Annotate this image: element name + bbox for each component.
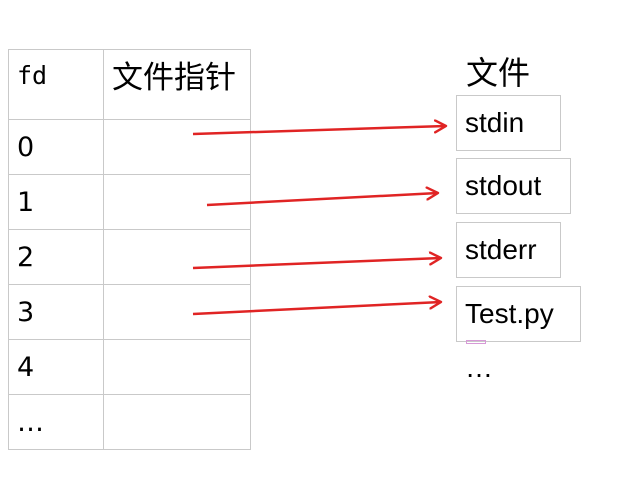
pointer-cell xyxy=(103,174,251,230)
fd-table: fd 文件指针 0 1 2 3 4 … xyxy=(8,49,251,450)
arrow-fd1-stdout xyxy=(206,193,438,207)
file-box-test-py: Test.py xyxy=(456,286,581,342)
fd-cell: 2 xyxy=(8,229,104,285)
header-file-pointer: 文件指针 xyxy=(103,49,251,120)
table-header-row: fd 文件指针 xyxy=(8,49,251,120)
file-box-stdout: stdout xyxy=(456,158,571,214)
header-fd: fd xyxy=(8,49,104,120)
fd-cell: 0 xyxy=(8,119,104,175)
pointer-cell xyxy=(103,339,251,395)
files-more: … xyxy=(465,352,493,383)
table-row: 0 xyxy=(8,119,251,175)
table-row: 2 xyxy=(8,229,251,285)
fd-cell: 4 xyxy=(8,339,104,395)
file-box-stderr: stderr xyxy=(456,222,561,278)
cursor-mark xyxy=(466,340,486,344)
file-box-stdin: stdin xyxy=(456,95,561,151)
fd-cell: 3 xyxy=(8,284,104,340)
table-row: 4 xyxy=(8,339,251,395)
table-row: 1 xyxy=(8,174,251,230)
files-title: 文件 xyxy=(466,54,531,92)
arrow-fd3-test-py xyxy=(192,302,441,316)
arrow-fd0-stdin xyxy=(192,126,446,136)
arrow-fd2-stderr xyxy=(192,258,441,270)
pointer-cell xyxy=(103,394,251,450)
fd-cell: … xyxy=(8,394,104,450)
table-row: … xyxy=(8,394,251,450)
fd-cell: 1 xyxy=(8,174,104,230)
